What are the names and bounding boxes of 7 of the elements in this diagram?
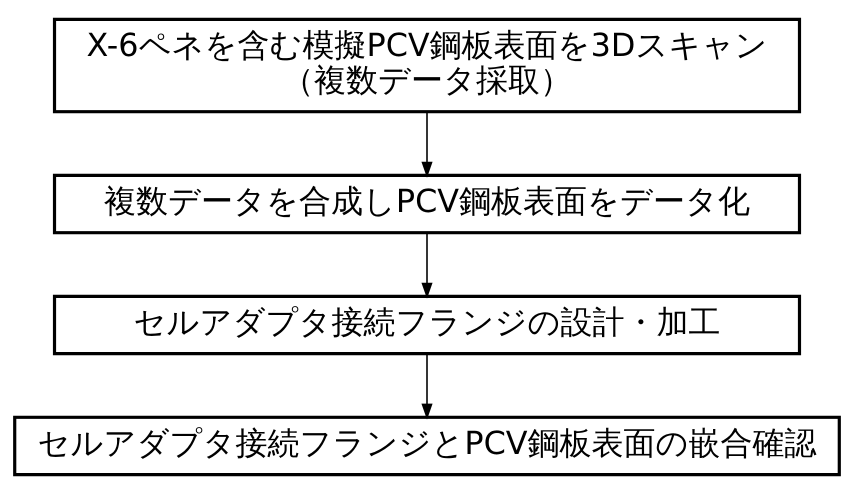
arrow xyxy=(421,112,433,178)
arrow xyxy=(421,353,433,420)
node-box: セルアダプタ接続フランジの設計・加工 xyxy=(52,294,802,355)
arrow xyxy=(421,232,433,298)
node-box: 複数データを合成しPCV鋼板表面をデータ化 xyxy=(52,173,802,234)
node-box: X-6ペネを含む模擬PCV鋼板表面を3Dスキャン （複数データ採取） xyxy=(52,17,802,113)
node-box: セルアダプタ接続フランジとPCV鋼板表面の嵌合確認 xyxy=(13,415,841,476)
